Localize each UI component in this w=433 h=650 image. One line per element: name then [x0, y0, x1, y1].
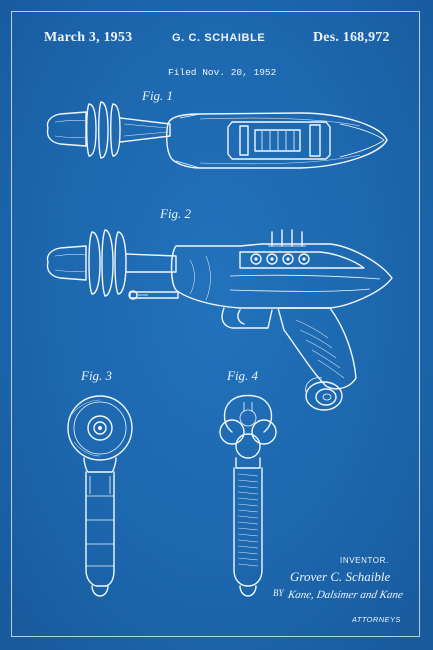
fig3-drawing — [67, 395, 133, 597]
border-frame — [11, 11, 420, 637]
fig3-label: Fig. 3 — [81, 368, 113, 383]
fig1-drawing — [46, 101, 388, 169]
inventor-header: G. C. SCHAIBLE — [172, 32, 266, 44]
by-label: BY — [273, 588, 284, 598]
fig1-label: Fig. 1 — [142, 88, 174, 103]
fig2-label: Fig. 2 — [160, 206, 192, 221]
design-number: Des. 168,972 — [313, 30, 390, 45]
patent-date: March 3, 1953 — [44, 30, 133, 45]
attorneys-label: ATTORNEYS — [352, 615, 401, 624]
fig2-drawing — [46, 229, 393, 411]
filed-date: Filed Nov. 20, 1952 — [168, 67, 277, 78]
attorney-signature: Kane, Dalsimer and Kane — [286, 589, 404, 601]
inventor-signature: Grover C. Schaible — [290, 569, 391, 584]
fig4-label: Fig. 4 — [227, 368, 259, 383]
inventor-label: INVENTOR. — [340, 556, 389, 565]
fig4-drawing — [219, 394, 277, 597]
